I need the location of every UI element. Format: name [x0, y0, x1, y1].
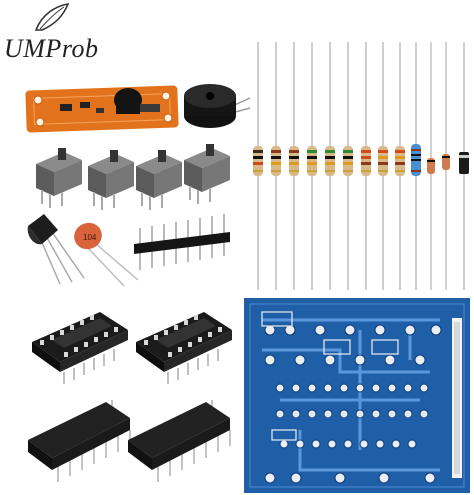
printed-circuit-board [244, 298, 470, 493]
resistor-group [253, 42, 421, 290]
resistor [325, 42, 335, 290]
slide-switch [136, 150, 182, 210]
ic-socket [32, 312, 128, 384]
capacitor-marking: 104 [83, 233, 97, 242]
resistor [378, 42, 388, 290]
resistor [343, 42, 353, 290]
resistor [307, 42, 317, 290]
ic-socket [136, 312, 232, 384]
slide-switch [36, 148, 82, 208]
resistor [395, 42, 405, 290]
slide-switch [184, 144, 230, 204]
buzzer [184, 84, 251, 128]
leaf-logo-icon [34, 2, 70, 31]
pin-header [134, 214, 230, 270]
diode [427, 42, 435, 290]
resistor [271, 42, 281, 290]
resistor [289, 42, 299, 290]
ic-chip [128, 400, 231, 482]
resistor [411, 42, 421, 290]
ceramic-capacitor: 104 [74, 222, 139, 287]
diode [442, 42, 450, 290]
brand-logo: UMProb [4, 34, 99, 63]
vibration-sensor-module [25, 85, 179, 133]
ic-chip [28, 400, 131, 482]
transistor [27, 214, 85, 285]
resistor [253, 42, 263, 290]
slide-switch [88, 150, 134, 210]
diode [459, 42, 469, 290]
resistor [361, 42, 371, 290]
